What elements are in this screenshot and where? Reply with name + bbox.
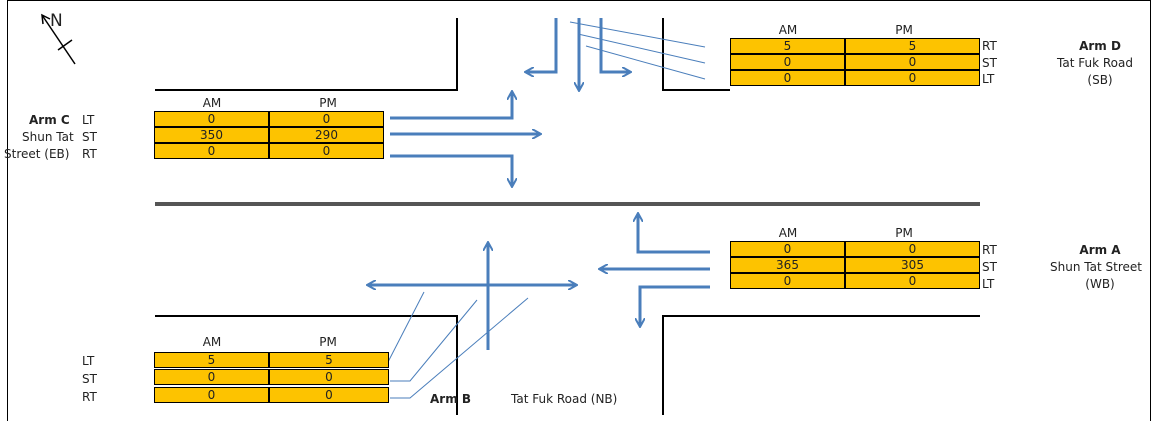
arm-d-pm-cell: 5 <box>845 38 980 54</box>
arm-d-am-cell: 5 <box>730 38 845 54</box>
arm-d-pm-cell: 0 <box>845 54 980 70</box>
arm-c-pm-cell: 290 <box>269 127 384 143</box>
arm-a-rt-arrow <box>638 214 710 254</box>
arm-c-am-cell: 0 <box>154 111 269 127</box>
arm-c-movement: RT <box>82 147 97 161</box>
arm-a-pm-cell: 0 <box>845 241 980 257</box>
arm-c-pm-header: PM <box>319 96 337 110</box>
arm-b-pm-cell: 0 <box>269 387 389 403</box>
arm-d-movement: LT <box>982 72 995 86</box>
arm-d-am-header: AM <box>778 23 798 37</box>
arm-a-am-cell: 0 <box>730 273 845 289</box>
arm-d-rt-arrow <box>526 18 558 72</box>
arm-a-movement: RT <box>982 243 997 257</box>
arm-c-am-cell: 350 <box>154 127 269 143</box>
arm-a-pm-cell: 305 <box>845 257 980 273</box>
kerb-top-left <box>155 18 458 91</box>
arm-a-name-line1: Shun Tat Street <box>1050 260 1142 274</box>
kerb-bottom-left <box>155 315 458 415</box>
arm-a-movement: LT <box>982 277 995 291</box>
arm-a-pm-header: PM <box>895 226 913 240</box>
arm-d-movement: ST <box>982 56 997 70</box>
kerb-bottom-right <box>662 315 980 415</box>
kerb-lines <box>155 18 980 415</box>
arm-a-name-line2: (WB) <box>1085 277 1115 291</box>
movement-arrows <box>368 18 710 350</box>
arm-c-movement: LT <box>82 113 95 127</box>
arm-c-title: Arm C <box>29 113 70 127</box>
arm-d-name-line2: (SB) <box>1087 73 1113 87</box>
arm-b-am-cell: 5 <box>154 352 269 368</box>
north-arrow-icon <box>41 13 76 65</box>
arm-d-pm-header: PM <box>895 23 913 37</box>
arm-b-movement: LT <box>82 354 95 368</box>
arm-d-am-cell: 0 <box>730 70 845 86</box>
arm-c-name-line2: Street (EB) <box>4 147 70 161</box>
arm-c-lt-arrow <box>390 92 512 120</box>
arm-b-pm-header: PM <box>319 335 337 349</box>
arm-c-pm-cell: 0 <box>269 111 384 127</box>
frame <box>7 0 1151 421</box>
arm-b-name: Tat Fuk Road (NB) <box>511 392 618 406</box>
arm-d-movement: RT <box>982 39 997 53</box>
arm-a-am-cell: 365 <box>730 257 845 273</box>
arm-b-pm-cell: 5 <box>269 352 389 368</box>
arm-a-pm-cell: 0 <box>845 273 980 289</box>
arm-c-movement: ST <box>82 130 97 144</box>
arm-b-pm-cell: 0 <box>269 369 389 385</box>
arm-d-lt-arrow <box>599 18 630 72</box>
arm-c-rt-arrow <box>390 154 512 186</box>
arm-a-am-header: AM <box>778 226 798 240</box>
arm-a-am-cell: 0 <box>730 241 845 257</box>
arm-b-movement: RT <box>82 390 97 404</box>
north-label: N <box>50 11 63 31</box>
arm-b-am-cell: 0 <box>154 387 269 403</box>
arm-c-name-line1: Shun Tat <box>22 130 74 144</box>
arm-a-lt-arrow <box>640 285 710 326</box>
arm-c-pm-cell: 0 <box>269 143 384 159</box>
arm-b-am-header: AM <box>202 335 222 349</box>
arm-a-title: Arm A <box>1079 243 1121 257</box>
arm-b-movement: ST <box>82 372 97 386</box>
leader-lines <box>387 21 706 399</box>
arm-c-am-header: AM <box>202 96 222 110</box>
arm-d-am-cell: 0 <box>730 54 845 70</box>
arm-a-movement: ST <box>982 260 997 274</box>
arm-b-title: Arm B <box>430 392 472 406</box>
arm-b-am-cell: 0 <box>154 369 269 385</box>
arm-c-am-cell: 0 <box>154 143 269 159</box>
kerb-top-right <box>662 18 730 91</box>
arm-d-name-line1: Tat Fuk Road <box>1057 56 1133 70</box>
arm-d-title: Arm D <box>1079 39 1121 53</box>
arm-d-pm-cell: 0 <box>845 70 980 86</box>
